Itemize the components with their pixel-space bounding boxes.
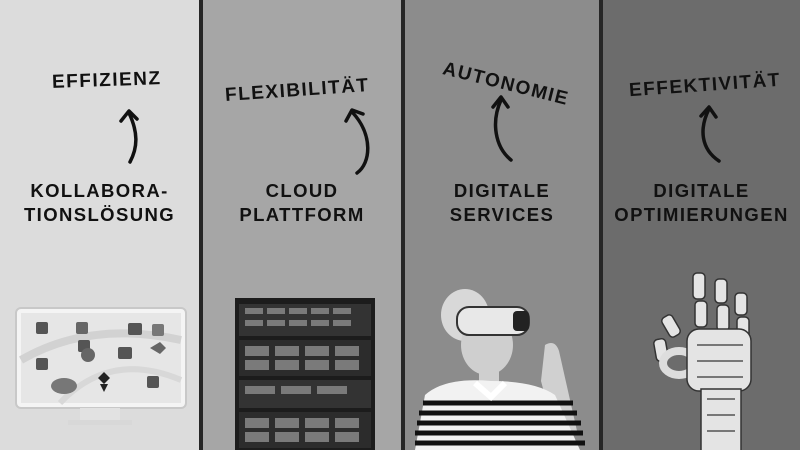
title-line-1: CLOUD [265, 180, 339, 201]
woman-vr-headset-image [415, 289, 585, 450]
divider [199, 0, 203, 450]
office-apps-monitor-image [15, 307, 187, 425]
server-rack-image [235, 298, 375, 450]
up-arrow-icon [119, 109, 139, 164]
title-line-2: SERVICES [449, 204, 555, 225]
panel-title: DIGITALE OPTIMIERUNGEN [603, 179, 800, 227]
title-line-2: OPTIMIERUNGEN [614, 204, 789, 225]
title-line-1: DIGITALE [653, 180, 750, 201]
title-line-1: DIGITALE [453, 180, 551, 201]
robot-hand-image [653, 272, 752, 450]
curved-arrow-icon [491, 95, 513, 162]
panel-collaboration: EFFIZIENZ KOLLABORA- TIONSLÖSUNG [0, 0, 199, 450]
curved-arrow-icon [344, 108, 370, 175]
title-line-1: KOLLABORA- [30, 180, 169, 201]
keyword-flexibility: FLEXIBILITÄT [224, 74, 371, 107]
panel-cloud-platform: FLEXIBILITÄT CLOUD PLATTFORM [203, 0, 401, 450]
panel-title: KOLLABORA- TIONSLÖSUNG [0, 179, 199, 227]
divider [401, 0, 405, 450]
curved-arrow-icon [699, 105, 721, 163]
panel-digital-optimizations: EFFEKTIVITÄT DIGITALE OPTIMIERUNGEN [603, 0, 800, 450]
divider [599, 0, 603, 450]
title-line-2: TIONSLÖSUNG [23, 204, 176, 225]
panel-title: CLOUD PLATTFORM [203, 179, 401, 227]
keyword-efficiency: EFFIZIENZ [51, 68, 162, 93]
keyword-effectiveness: EFFEKTIVITÄT [628, 69, 782, 102]
panel-digital-services: AUTONOMIE DIGITALE SERVICES [405, 0, 599, 450]
panel-title: DIGITALE SERVICES [405, 179, 599, 227]
title-line-2: PLATTFORM [239, 204, 365, 225]
